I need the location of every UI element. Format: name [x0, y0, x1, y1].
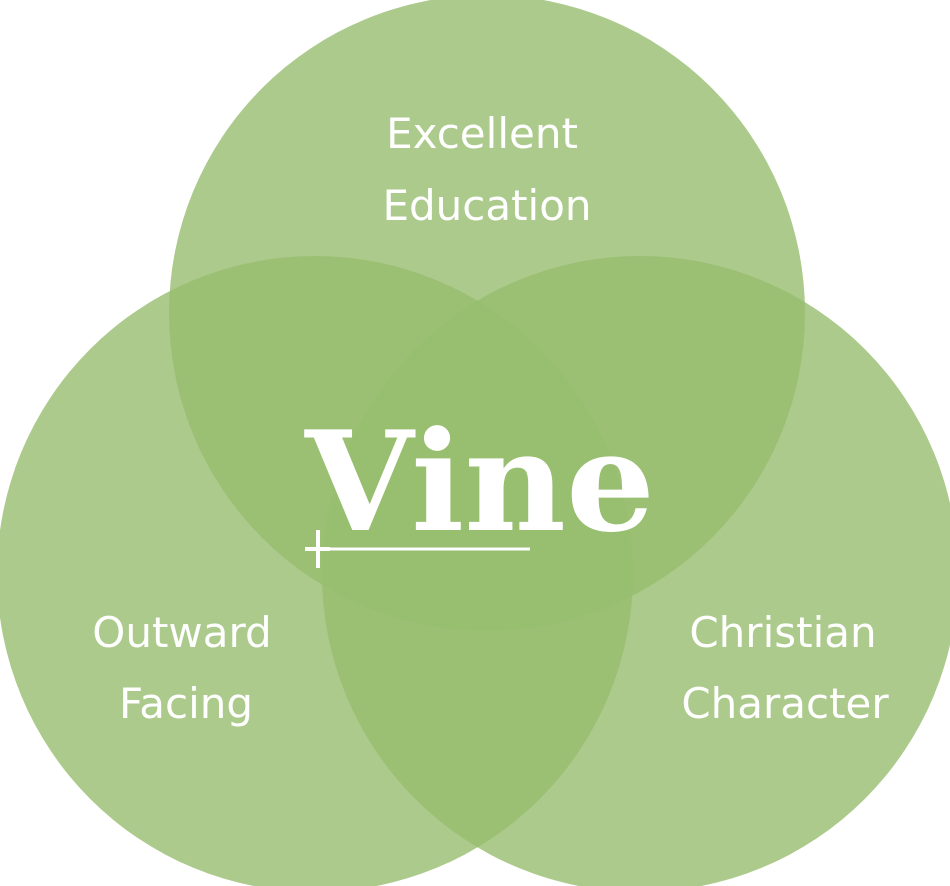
label-excellent-education-line-1: Excellent	[386, 109, 578, 158]
label-outward-facing-line-2: Facing	[119, 679, 253, 728]
vine-logo-text: Vine	[304, 400, 655, 563]
circle-labels: Excellent Education Outward Facing Chris…	[92, 109, 889, 728]
vine-logo: Vine	[304, 400, 655, 568]
cross-icon	[305, 530, 530, 568]
label-excellent-education-line-2: Education	[382, 181, 591, 230]
label-christian-character-line-1: Christian	[689, 608, 876, 657]
circle-christian-character	[322, 256, 950, 886]
label-outward-facing-line-1: Outward	[92, 608, 271, 657]
label-christian-character-line-2: Character	[681, 679, 889, 728]
